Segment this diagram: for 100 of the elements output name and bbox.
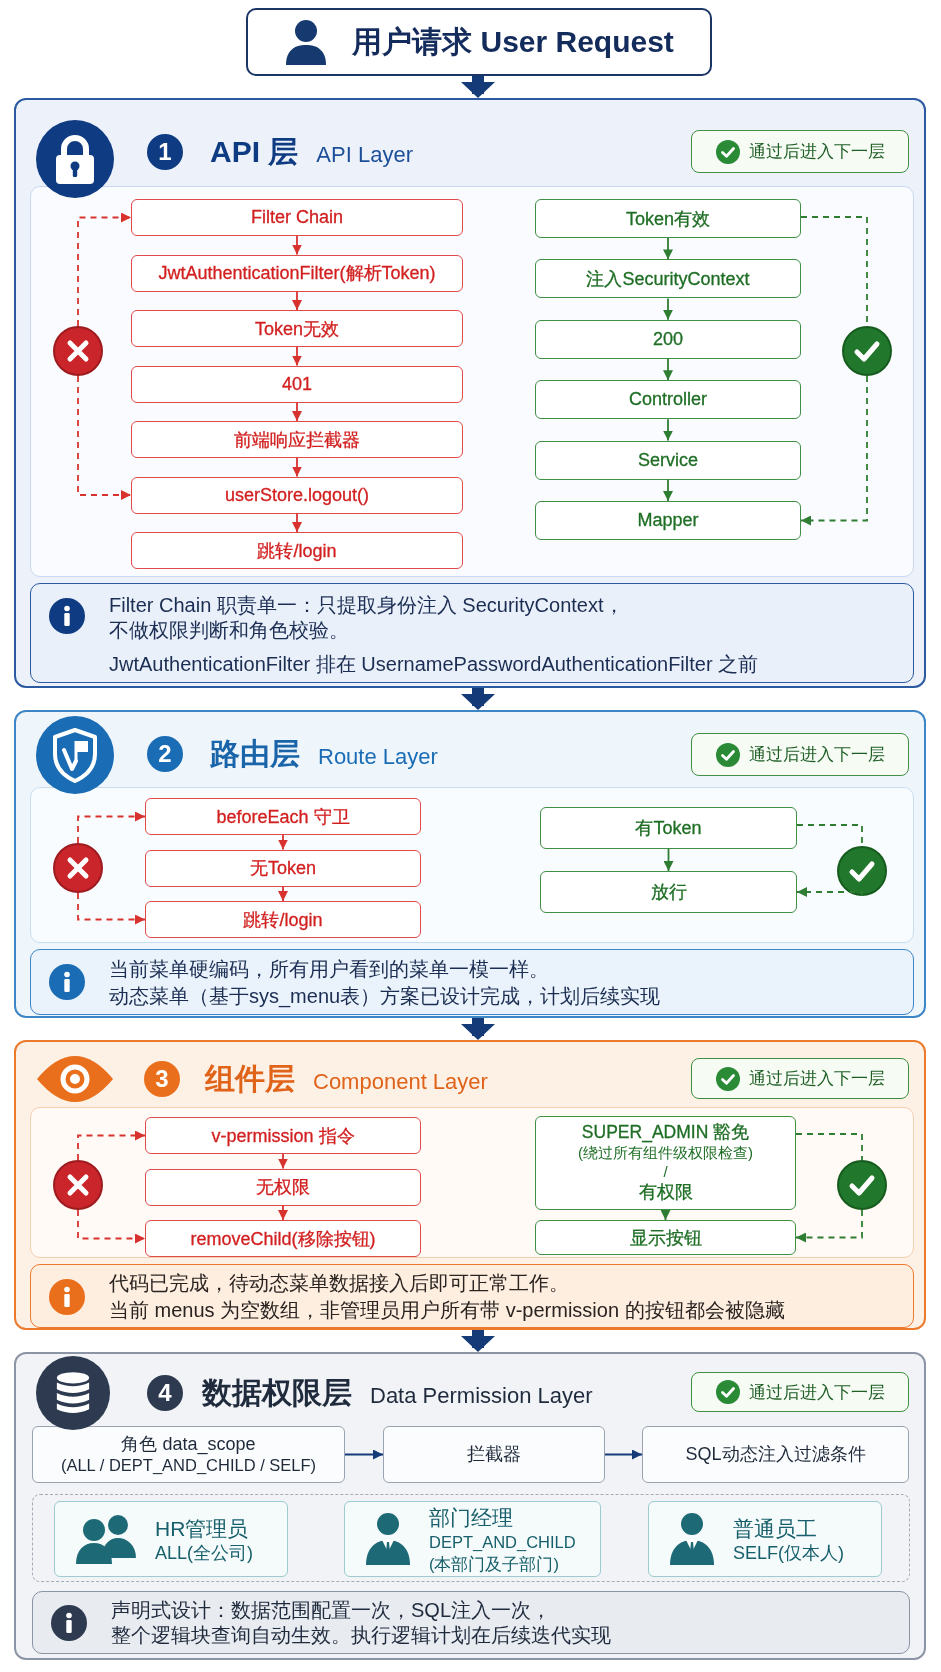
check-icon [837,846,887,896]
box-text: / [663,1163,668,1182]
process-box: Service [535,440,801,480]
arrow [278,834,288,851]
arrow [292,235,302,256]
process-box: Token无效 [131,310,463,347]
note-text: 当前菜单硬编码，所有用户看到的菜单一模一样。 [109,957,549,982]
role-card [648,1501,882,1577]
role-name: HR管理员 [155,1515,250,1542]
step-number: 3 [144,1061,180,1097]
box-text: 拦截器 [467,1443,521,1466]
arrow [278,1204,288,1221]
layer-panel [14,710,926,1018]
check-icon [837,1160,887,1210]
arrow [292,457,302,478]
box-text: 有权限 [638,1181,693,1204]
note-panel [32,1591,910,1654]
arrow [663,848,674,872]
layer-title: API 层 [210,135,299,168]
layer-subtitle: Data Permission Layer [370,1383,593,1408]
arrow [292,401,302,422]
process-box: JwtAuthenticationFilter(解析Token) [131,254,463,292]
role-scope: SELF(仅本人) [733,1541,844,1564]
note-text: Filter Chain 职责单一：只提取身份注入 SecurityContext，不做权限判断和角色校验。 [109,593,625,643]
arrow [663,357,673,382]
status-badge [691,1058,909,1099]
dashed-arrow [795,1209,863,1243]
process-box: 无Token [145,849,421,887]
status-badge [691,733,909,776]
layer-subtitle: API Layer [316,142,413,167]
badge-label: 通过后进入下一层 [748,1068,885,1090]
note-text: 当前 menus 为空数组，非管理员用户所有带 v-permission 的按钮都会被隐藏 [109,1298,785,1323]
cross-icon [53,1160,103,1210]
process-box [32,1426,345,1483]
arrow [278,885,288,902]
arrow [292,512,302,533]
note-text: 代码已完成，待动态菜单数据接入后即可正常工作。 [109,1271,569,1296]
process-box: beforeEach 守卫 [145,798,421,835]
inner-panel [30,1107,914,1258]
process-box: removeChild(移除按钮) [145,1220,421,1257]
dashed-arrow [77,1209,146,1244]
step-number: 2 [147,736,183,772]
arrow [663,418,673,442]
process-box: Mapper [535,501,801,540]
arrow [292,290,302,311]
dashed-group-frame [32,1494,910,1582]
arrow [660,1209,671,1221]
arrow [344,1449,384,1460]
process-box: Controller [535,380,801,420]
process-box: Filter Chain [131,199,463,236]
badge-label: 通过后进入下一层 [748,141,885,163]
note-text: 动态菜单（基于sys_menu表）方案已设计完成，计划后续实现 [109,984,661,1009]
process-box: 跳转/login [145,901,421,938]
process-box: 显示按钮 [535,1220,796,1255]
layer-subtitle: Component Layer [313,1069,488,1094]
badge-label: 通过后进入下一层 [748,744,885,766]
role-name: 部门经理 [429,1504,514,1531]
note-text: JwtAuthenticationFilter 排在 UsernamePasswordAuthenticationFilter 之前 [109,652,759,677]
dashed-arrow [77,892,146,925]
layer-title: 路由层 [210,737,300,770]
badge-label: 通过后进入下一层 [748,1381,885,1404]
dashed-arrow [77,1130,146,1161]
process-box: 401 [131,365,463,403]
inner-panel [30,186,914,577]
process-box: userStore.logout() [131,476,463,514]
process-box: 注入SecurityContext [535,259,801,299]
check-icon [842,326,892,376]
cross-icon [53,843,103,893]
request-box [246,8,712,76]
arrow [604,1449,643,1460]
process-box: 有Token [540,807,797,849]
arrow [663,478,673,502]
note-panel [30,949,914,1015]
dashed-arrow [796,887,863,897]
status-badge [691,130,909,173]
arrow [278,1153,288,1170]
dashed-arrow [800,375,868,526]
arrow [663,297,673,321]
layer-panel [14,98,926,688]
role-card [344,1501,601,1577]
process-box: Token有效 [535,199,801,238]
layer-panel [14,1040,926,1330]
title-text: 用户请求 User Request [352,23,674,60]
role-scope: DEPT_AND_CHILD (本部门及子部门) [429,1531,577,1575]
status-badge [691,1372,909,1412]
process-box [535,1116,796,1210]
note-panel [30,583,914,683]
process-box: v-permission 指令 [145,1117,421,1154]
process-box [383,1426,605,1483]
box-text: (绕过所有组件级权限检查) [578,1144,753,1163]
role-card [54,1501,288,1577]
note-panel [30,1264,914,1328]
dashed-arrow [77,212,132,327]
step-number: 1 [147,134,183,170]
flow-arrow [461,1018,495,1040]
cross-icon [53,326,103,376]
role-name: 普通员工 [733,1515,818,1542]
layer-subtitle: Route Layer [318,744,438,769]
process-box: 无权限 [145,1168,421,1206]
box-text: SQL动态注入过滤条件 [685,1443,866,1466]
